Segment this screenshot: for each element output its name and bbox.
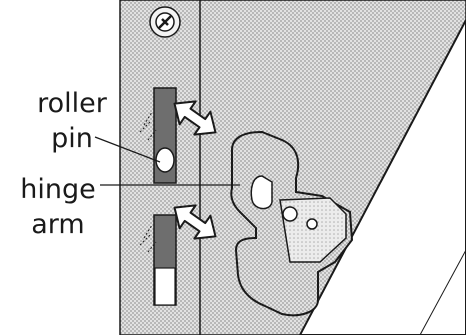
- rivet-2: [307, 219, 317, 229]
- roller-pin-label-line1: roller: [16, 86, 128, 121]
- rivet-1: [283, 207, 297, 221]
- hinge-arm-label-line2: arm: [10, 207, 106, 242]
- screw-icon: [150, 7, 180, 37]
- roller-pin-label-line2: pin: [16, 121, 128, 156]
- hinge-arm-label-line1: hinge: [10, 172, 106, 207]
- hinge-arm-label: hinge arm: [10, 172, 106, 242]
- roller-pin-label: roller pin: [16, 86, 128, 156]
- roller-pin: [156, 148, 174, 172]
